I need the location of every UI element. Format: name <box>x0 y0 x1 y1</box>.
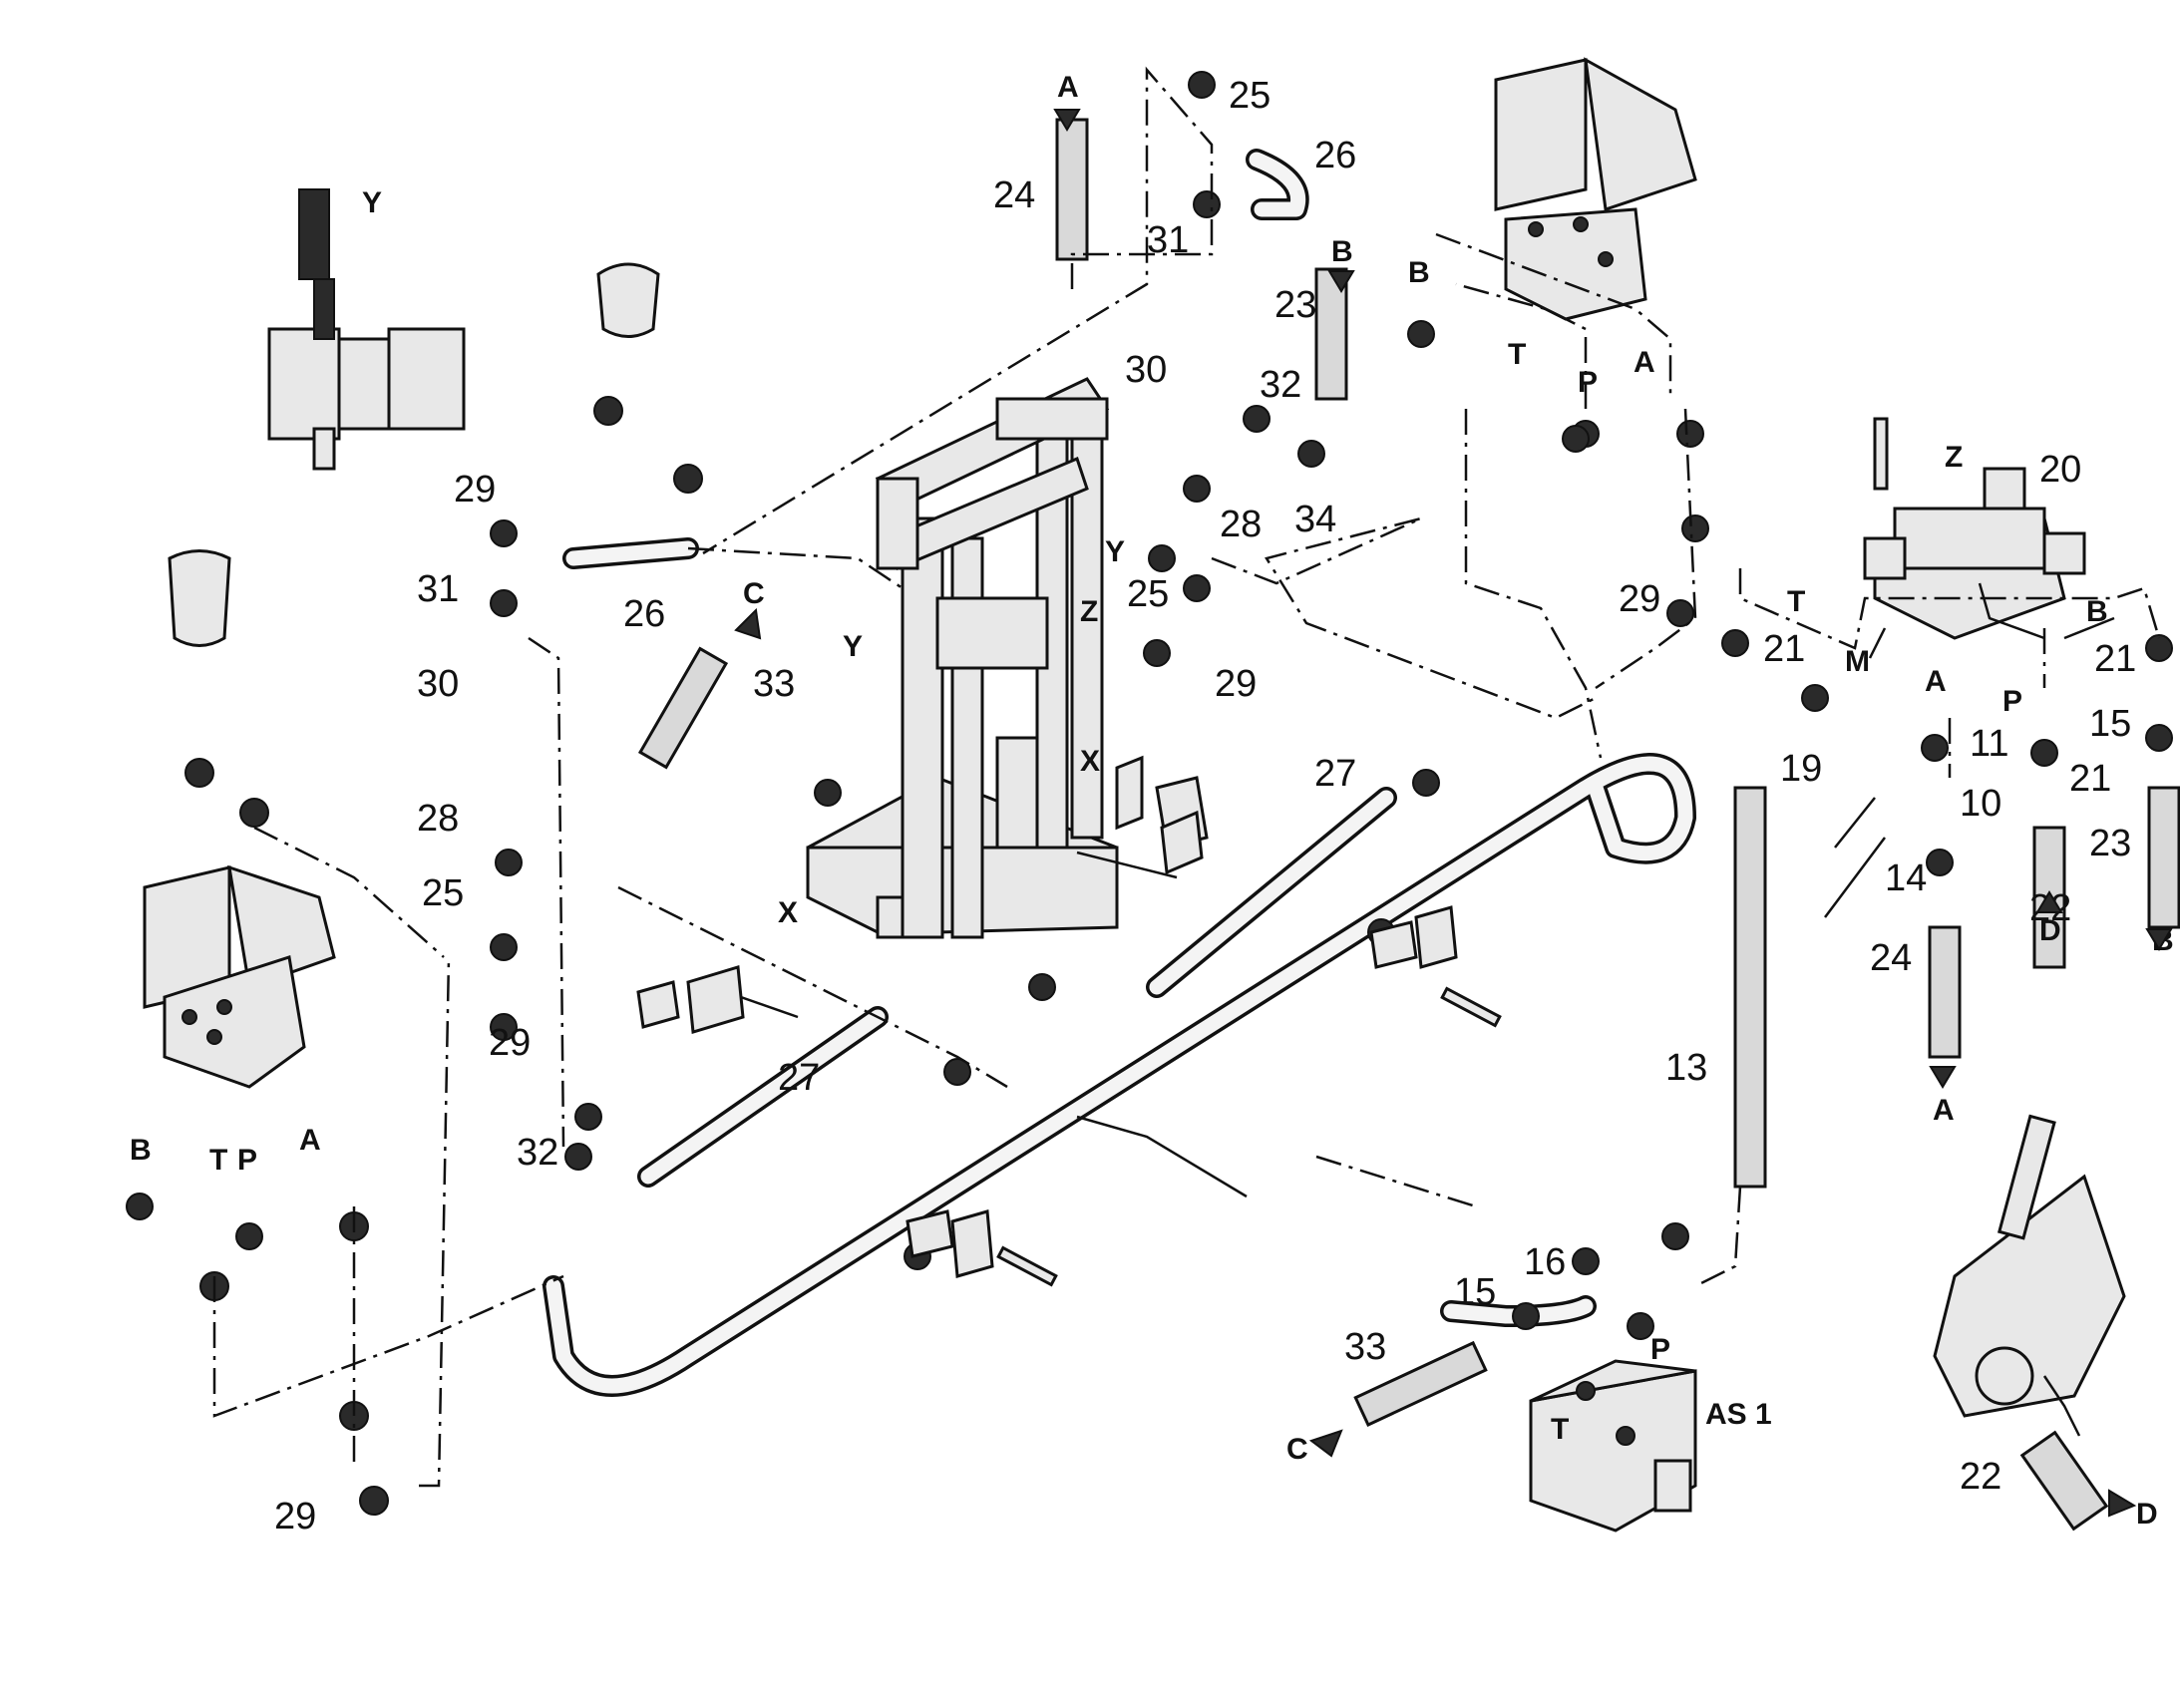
part-label-33: 33 <box>1344 1326 1386 1368</box>
part-label-31: 31 <box>1147 219 1189 261</box>
part-label-25: 25 <box>422 872 464 914</box>
port-letter-c: C <box>743 577 765 610</box>
part-label-29: 29 <box>489 1022 531 1064</box>
part-label-15: 15 <box>1454 1271 1496 1313</box>
port-letter-p: P <box>1578 366 1598 399</box>
leader-lines <box>697 582 2115 1437</box>
part-label-16: 16 <box>1524 1241 1566 1283</box>
as1-block <box>1529 1359 1697 1533</box>
clamp-brackets <box>636 810 1502 1287</box>
part-label-29: 29 <box>1619 578 1660 620</box>
port-letter-a: A <box>1925 665 1947 698</box>
port-letter-b: B <box>1408 256 1430 289</box>
y-valve-assembly <box>267 188 466 471</box>
part-label-31: 31 <box>417 568 459 610</box>
port-letter-b: B <box>1331 235 1353 268</box>
port-letter-b: B <box>130 1134 152 1167</box>
port-letter-p: P <box>237 1144 257 1177</box>
arrow-right-icon <box>2108 1489 2137 1518</box>
part-label-23: 23 <box>2089 823 2131 864</box>
part-label-24: 24 <box>993 174 1035 216</box>
part-label-14: 14 <box>1885 857 1927 899</box>
part-label-26: 26 <box>623 593 665 635</box>
part-label-32: 32 <box>1260 364 1301 406</box>
part-label-26: 26 <box>1314 135 1356 176</box>
part-label-21: 21 <box>2069 758 2111 800</box>
port-letter-z: Z <box>1945 441 1963 474</box>
port-letter-d: D <box>2136 1498 2158 1531</box>
part-label-21: 21 <box>1763 628 1805 670</box>
part-label-10: 10 <box>1960 783 2001 825</box>
block-label-as1: AS 1 <box>1705 1398 1772 1431</box>
part-label-30: 30 <box>417 663 459 705</box>
pump-assembly <box>1933 1114 2126 1418</box>
arrow-down-icon <box>1327 270 1355 293</box>
part-label-30: 30 <box>1125 349 1167 391</box>
port-letter-p: P <box>2002 685 2022 718</box>
left-solenoid-valve <box>143 864 336 1089</box>
part-label-27: 27 <box>778 1057 820 1099</box>
part-label-15: 15 <box>2089 703 2131 745</box>
part-label-28: 28 <box>417 798 459 840</box>
part-label-13: 13 <box>1665 1047 1707 1089</box>
part-label-33: 33 <box>753 663 795 705</box>
cylinders <box>168 262 660 647</box>
arrow-left-icon <box>1308 1429 1343 1458</box>
part-label-29: 29 <box>274 1496 316 1537</box>
part-label-21: 21 <box>2094 638 2136 680</box>
part-number-labels: 25 26 24 31 23 30 32 28 34 25 29 29 31 2… <box>274 75 2136 1537</box>
port-letter-a: A <box>1057 71 1079 104</box>
port-letter-c: C <box>1286 1433 1308 1466</box>
part-label-32: 32 <box>517 1132 558 1174</box>
port-letter-t: T <box>209 1144 227 1177</box>
arrow-down-icon <box>2145 928 2173 951</box>
port-letter-y: Y <box>1105 535 1125 568</box>
part-label-25: 25 <box>1127 573 1169 615</box>
arrow-up-icon <box>2035 890 2063 913</box>
port-letter-m: M <box>1845 645 1870 678</box>
port-letter-t: T <box>1508 338 1526 371</box>
top-solenoid-valve <box>1494 57 1697 321</box>
part-label-29: 29 <box>1215 663 1257 705</box>
port-letters: A B B T P A Y Y Y Z Z C X X T B M A P D … <box>130 71 2174 1531</box>
arrow-down-icon <box>1053 109 1081 132</box>
part-label-29: 29 <box>454 469 496 511</box>
connection-lines <box>212 66 2161 1488</box>
port-letter-d: D <box>2039 914 2061 947</box>
pipe-lines <box>543 149 1696 1397</box>
port-letter-a: A <box>1634 346 1655 379</box>
right-solenoid-valve <box>1863 417 2086 640</box>
port-letter-a: A <box>1933 1094 1955 1127</box>
port-letter-t: T <box>1551 1413 1569 1446</box>
mast-assembly <box>806 377 1209 939</box>
port-letter-z: Z <box>1080 595 1098 628</box>
arrow-down-icon <box>1929 1066 1957 1089</box>
flow-arrows <box>734 109 2173 1518</box>
arrow-up-icon <box>734 607 762 640</box>
part-label-11: 11 <box>1970 723 2008 765</box>
part-label-25: 25 <box>1229 75 1271 117</box>
fittings <box>126 71 2173 1516</box>
part-label-28: 28 <box>1220 504 1262 545</box>
part-label-27: 27 <box>1314 753 1356 795</box>
port-letter-b: B <box>2086 595 2108 628</box>
port-letter-p: P <box>1650 1333 1670 1366</box>
port-letter-y: Y <box>362 186 382 219</box>
port-letter-y: Y <box>843 630 863 663</box>
port-letter-x: X <box>1080 745 1100 778</box>
part-label-19: 19 <box>1780 748 1822 790</box>
port-letter-x: X <box>778 896 798 929</box>
hoses <box>637 118 2180 1532</box>
part-label-34: 34 <box>1294 499 1336 540</box>
port-letter-t: T <box>1787 585 1805 618</box>
port-letter-a: A <box>299 1124 321 1157</box>
part-label-24: 24 <box>1870 937 1912 979</box>
part-label-22: 22 <box>1960 1456 2001 1498</box>
part-label-20: 20 <box>2039 449 2081 491</box>
part-label-23: 23 <box>1274 284 1316 326</box>
